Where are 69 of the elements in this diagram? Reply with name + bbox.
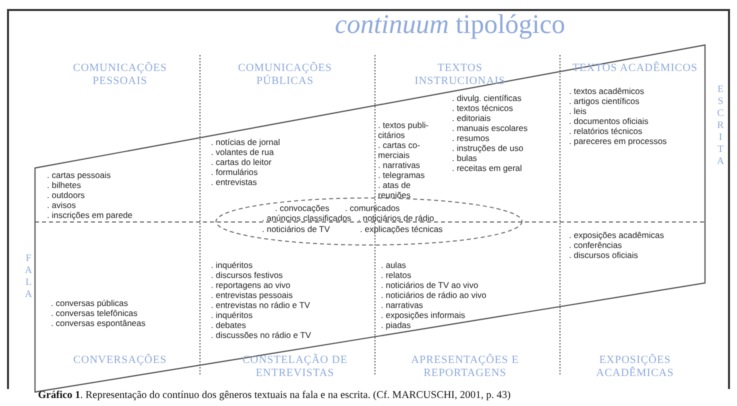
list-item: . conversas telefônicas	[51, 308, 138, 318]
list-item: . relatórios técnicos	[569, 126, 642, 136]
column-heading: TEXTOS ACADÊMICOS	[571, 62, 699, 75]
list-item: . instruções de uso	[452, 143, 524, 153]
list-item: . noticiários de rádio	[358, 213, 434, 223]
list-item: . anúncios classificados	[262, 213, 352, 223]
list-item: . aulas	[381, 260, 406, 270]
list-item: . divulg. científicas	[452, 93, 522, 103]
dashed-ellipse	[215, 197, 523, 246]
list-item: . discursos oficiais	[569, 250, 638, 260]
column-heading: APRESENTAÇÕES E REPORTAGENS	[410, 354, 520, 380]
list-item: . cartas pessoais	[47, 170, 111, 180]
column-heading: EXPOSIÇÕES ACADÊMICAS	[595, 354, 675, 380]
column-heading: COMUNICAÇÕES PESSOAIS	[72, 62, 168, 88]
list-item: . receitas em geral	[452, 163, 522, 173]
list-item: . artigos científicos	[569, 96, 640, 106]
list-item: . inquéritos	[211, 260, 253, 270]
list-item: . textos publi- citários	[378, 120, 430, 140]
list-item: . discussões no rádio e TV	[211, 330, 312, 340]
axis-label: ESCRITA	[715, 84, 726, 168]
list-item: . outdoors	[47, 190, 85, 200]
list-item: . inquéritos	[211, 310, 253, 320]
list-item: . explicações técnicas	[360, 224, 443, 234]
list-item: . noticiários de rádio ao vivo	[381, 290, 486, 300]
list-item: . comunicados	[345, 203, 400, 213]
list-item: . notícias de jornal	[211, 137, 280, 147]
list-item: . resumos	[452, 133, 490, 143]
list-item: . piadas	[381, 320, 411, 330]
list-item: . conversas públicas	[51, 298, 128, 308]
list-item: . entrevistas pessoais	[211, 290, 293, 300]
list-item: . formulários	[211, 167, 258, 177]
list-item: . entrevistas no rádio e TV	[211, 300, 310, 310]
list-item: . telegramas	[378, 170, 426, 180]
list-item: . cartas co- merciais	[378, 140, 422, 160]
list-item: . reportagens ao vivo	[211, 280, 290, 290]
diagram-title: continuum tipológico	[334, 8, 566, 40]
axis-label: FALA	[23, 253, 34, 301]
list-item: . conversas espontâneas	[51, 318, 146, 328]
list-item: . entrevistas	[211, 177, 257, 187]
column-heading: TEXTOS INSTRUCIONAIS	[414, 62, 506, 88]
list-item: . debates	[211, 320, 246, 330]
list-item: . narrativas	[378, 160, 422, 170]
list-item: . pareceres em processos	[569, 136, 667, 146]
list-item: . editoriais	[452, 113, 491, 123]
list-item: . textos acadêmicos	[569, 86, 644, 96]
list-item: . atas de reuniões	[378, 180, 412, 200]
list-item: . relatos	[381, 270, 412, 280]
figure-caption: Gráfico 1. Representação do contínuo dos gêneros textuais na fala e na escrita. (Cf. MARCUSCHI, 2001, p. 43)	[38, 389, 511, 402]
list-item: . textos técnicos	[452, 103, 513, 113]
list-item: . narrativas	[381, 300, 424, 310]
list-item: . discursos festivos	[211, 270, 283, 280]
list-item: . noticiários de TV	[262, 224, 330, 234]
list-item: . inscrições em parede	[47, 210, 133, 220]
list-item: . leis	[569, 106, 586, 116]
list-item: . manuais escolares	[452, 123, 528, 133]
list-item: . cartas do leitor	[211, 157, 272, 167]
list-item: . exposições informais	[381, 310, 466, 320]
column-heading: CONSTELAÇÃO DE ENTREVISTAS	[241, 354, 349, 380]
list-item: . convocações	[275, 203, 330, 213]
list-item: . conferências	[569, 240, 622, 250]
list-item: . bilhetes	[47, 180, 82, 190]
list-item: . avisos	[47, 200, 76, 210]
column-heading: COMUNICAÇÕES PÚBLICAS	[236, 62, 333, 88]
list-item: . volantes de rua	[211, 147, 274, 157]
list-item: . documentos oficiais	[569, 116, 648, 126]
list-item: . bulas	[452, 153, 478, 163]
list-item: . noticiários de TV ao vivo	[381, 280, 478, 290]
column-heading: CONVERSAÇÕES	[72, 354, 168, 367]
list-item: . exposições acadêmicas	[569, 230, 664, 240]
